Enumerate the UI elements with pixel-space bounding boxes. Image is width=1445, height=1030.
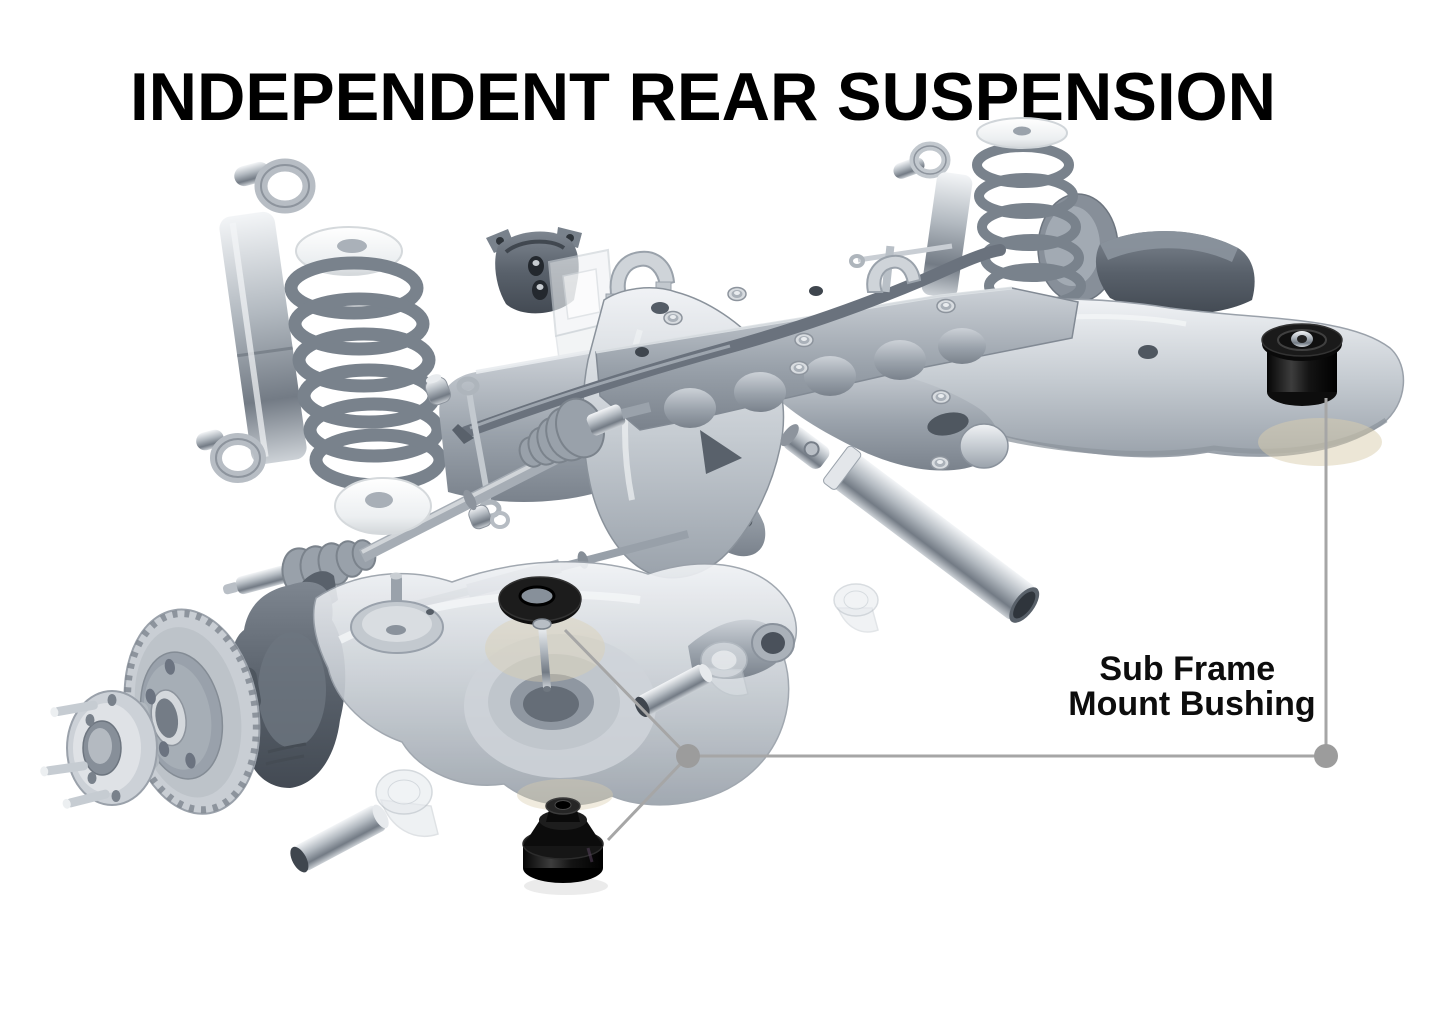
bushing-cup-right <box>700 641 749 697</box>
scalloped-plate <box>595 286 1079 431</box>
highlight-glow-bushing <box>517 779 613 811</box>
inner-cv-boot <box>518 397 605 468</box>
page-title: INDEPENDENT REAR SUSPENSION <box>130 59 1276 135</box>
leader-dots <box>676 744 1338 768</box>
wheel-hub <box>40 690 160 809</box>
panhard-tube <box>823 445 1040 623</box>
callout-label-line2: Mount Bushing <box>1068 685 1315 723</box>
bushing-sleeve-left <box>290 804 389 873</box>
bushing-washer <box>498 576 582 625</box>
spring-perch <box>350 572 444 654</box>
subframe-crossmember <box>439 286 1405 579</box>
leader-lines <box>563 398 1328 842</box>
spring-seat-bottom <box>334 477 432 535</box>
bushing-cup-center <box>833 583 879 633</box>
trailing-arm <box>312 561 797 806</box>
callout-label-line1: Sub Frame <box>1099 650 1275 688</box>
u-joint <box>780 424 830 469</box>
bushing-cup-left <box>375 769 439 837</box>
right-coil-spring <box>972 117 1086 309</box>
mount-pin <box>532 618 552 692</box>
sub-frame-mount-bushing <box>522 797 608 895</box>
installed-mount-bushing <box>1258 323 1382 466</box>
wheel-studs <box>40 700 110 809</box>
bushing-bowl <box>464 634 656 778</box>
corner-bracket <box>1095 230 1255 315</box>
callout-label: Sub Frame Mount Bushing <box>1068 650 1315 723</box>
sway-bar-clamp-right <box>849 243 953 293</box>
left-shock-absorber <box>196 158 316 483</box>
left-coil-spring <box>284 256 447 492</box>
sway-bar <box>452 244 1006 444</box>
